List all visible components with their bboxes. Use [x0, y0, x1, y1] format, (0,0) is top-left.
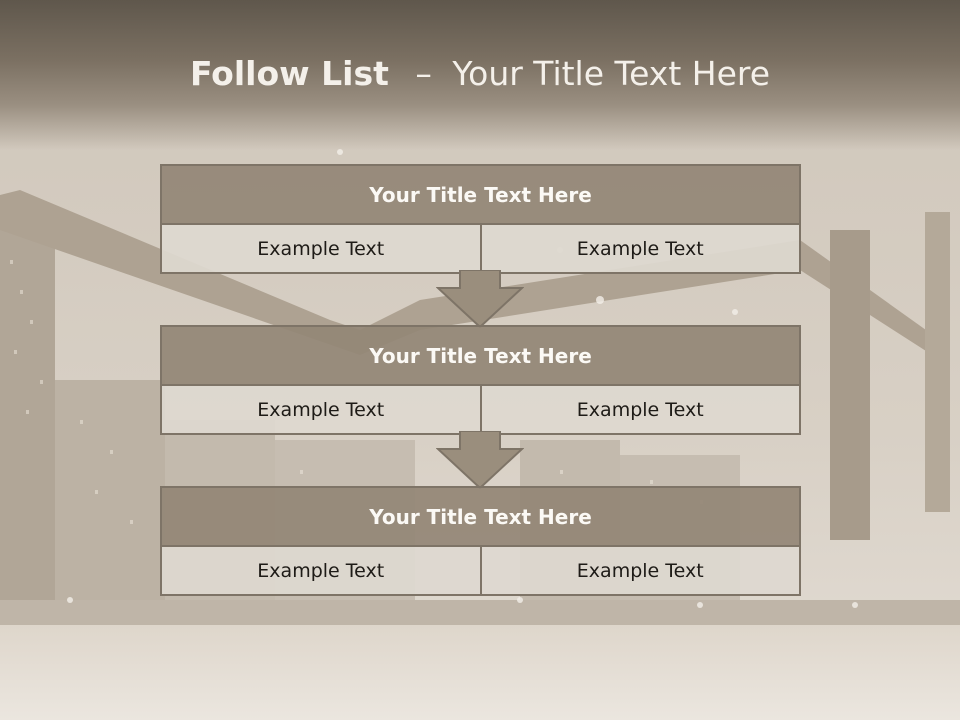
slide-title: Follow List – Your Title Text Here: [0, 54, 960, 93]
down-arrow-icon: [436, 270, 524, 328]
slide-title-main: Follow List: [189, 54, 389, 93]
step-right-text: Example Text: [479, 225, 799, 272]
step-title: Your Title Text Here: [162, 166, 799, 225]
step-left-text: Example Text: [162, 547, 480, 594]
slide-title-separator: –: [415, 54, 432, 93]
step-left-text: Example Text: [162, 225, 480, 272]
flow-step-2: Your Title Text Here Example Text Exampl…: [160, 325, 801, 435]
step-right-text: Example Text: [479, 386, 799, 433]
header-band: [0, 0, 960, 150]
step-left-text: Example Text: [162, 386, 480, 433]
slide-title-subtitle: Your Title Text Here: [452, 54, 771, 93]
step-title: Your Title Text Here: [162, 327, 799, 386]
flow-step-1: Your Title Text Here Example Text Exampl…: [160, 164, 801, 274]
flow-step-3: Your Title Text Here Example Text Exampl…: [160, 486, 801, 596]
step-right-text: Example Text: [479, 547, 799, 594]
down-arrow-icon: [436, 431, 524, 489]
step-title: Your Title Text Here: [162, 488, 799, 547]
